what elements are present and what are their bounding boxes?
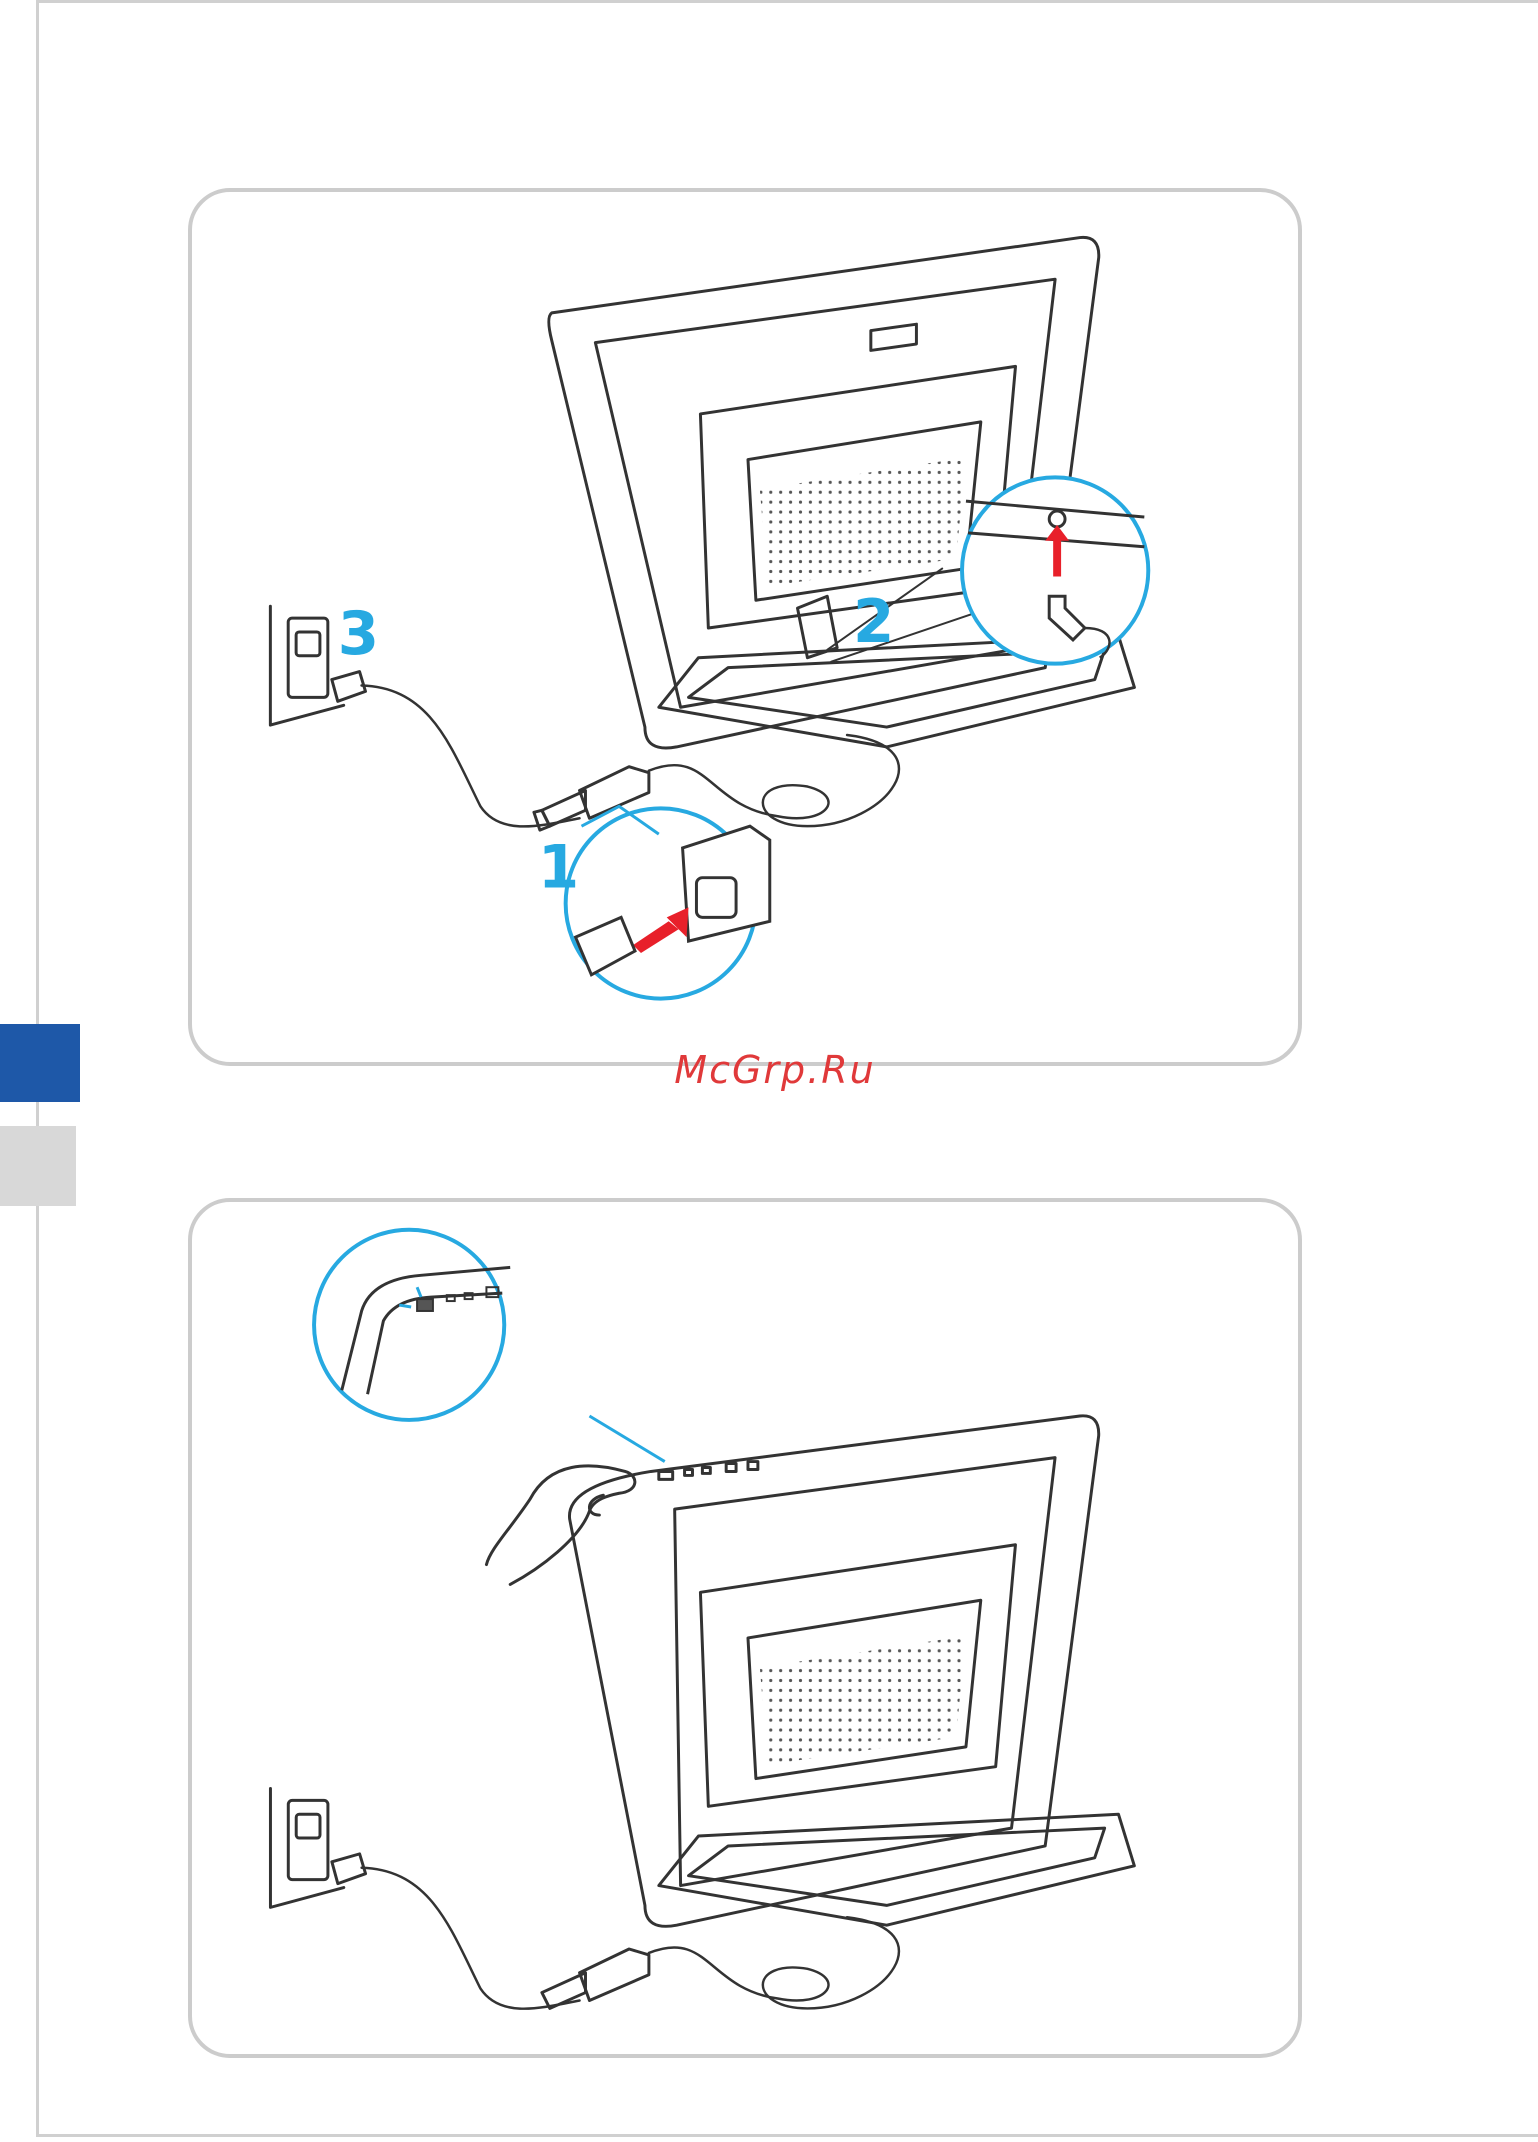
chapter-tab-inactive bbox=[0, 1126, 76, 1206]
speaker-grille bbox=[760, 458, 966, 587]
step-number-1: 1 bbox=[538, 834, 579, 903]
speaker-grille bbox=[760, 1636, 966, 1765]
magnifier-dc-jack bbox=[962, 477, 1148, 663]
power-button-icon bbox=[659, 1471, 673, 1479]
ac-cable bbox=[362, 685, 580, 826]
power-button-icon bbox=[417, 1299, 433, 1311]
chapter-tab-active bbox=[0, 1024, 80, 1102]
ac-inlet-icon bbox=[696, 878, 736, 918]
power-on-illustration bbox=[192, 1202, 1298, 2054]
hand-icon bbox=[486, 1466, 634, 1585]
connect-power-illustration: 1 2 3 bbox=[192, 192, 1298, 1062]
watermark: McGrp.Ru bbox=[560, 1048, 990, 1092]
illustration-panel-connect-power: 1 2 3 bbox=[188, 188, 1302, 1066]
ac-cable bbox=[362, 1868, 580, 2009]
illustration-panel-power-on bbox=[188, 1198, 1302, 2058]
step-number-2: 2 bbox=[853, 588, 894, 657]
step-number-3: 3 bbox=[338, 600, 379, 669]
dc-cable bbox=[649, 1917, 899, 2008]
wall-outlet-icon bbox=[270, 1788, 365, 1907]
magnifier-adapter-inlet bbox=[566, 806, 770, 998]
dc-jack-icon bbox=[1049, 511, 1065, 527]
magnifier-power-button bbox=[314, 1230, 665, 1462]
power-adapter-icon bbox=[542, 1949, 649, 2008]
